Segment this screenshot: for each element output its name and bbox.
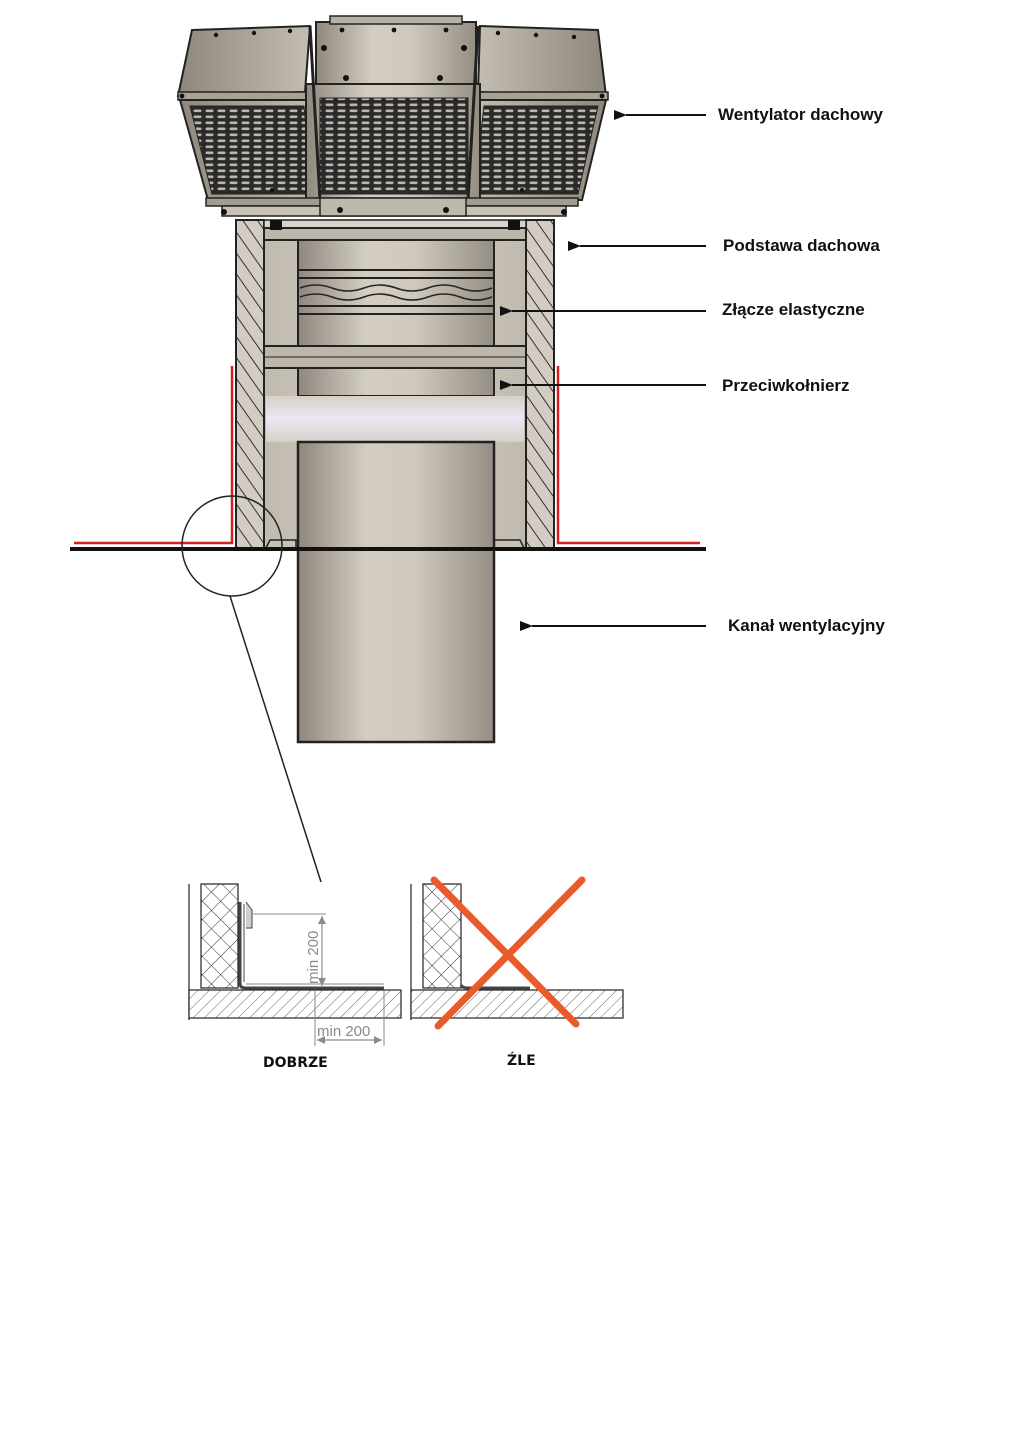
caption-bad: ŹLE bbox=[507, 1053, 536, 1069]
wrong-cross-mark bbox=[430, 876, 586, 1030]
label-flexible-connector: Złącze elastyczne bbox=[722, 300, 865, 319]
detail-bad bbox=[410, 876, 624, 1030]
dimension-vertical-text: min 200 bbox=[305, 931, 322, 984]
ventilation-duct bbox=[296, 440, 496, 744]
dimension-horizontal-text: min 200 bbox=[317, 1023, 370, 1040]
flashing-red bbox=[74, 366, 700, 545]
caption-good: DOBRZE bbox=[263, 1055, 328, 1071]
roof-fan bbox=[176, 15, 609, 217]
label-roof-base: Podstawa dachowa bbox=[723, 236, 880, 255]
label-counter-flange: Przeciwkołnierz bbox=[722, 376, 850, 395]
label-ventilation-duct: Kanał wentylacyjny bbox=[728, 616, 885, 635]
callout-arrows bbox=[500, 110, 706, 631]
detail-good: min 200 min 200 bbox=[188, 883, 402, 1046]
label-roof-fan: Wentylator dachowy bbox=[718, 105, 883, 124]
detail-callout bbox=[181, 495, 322, 883]
